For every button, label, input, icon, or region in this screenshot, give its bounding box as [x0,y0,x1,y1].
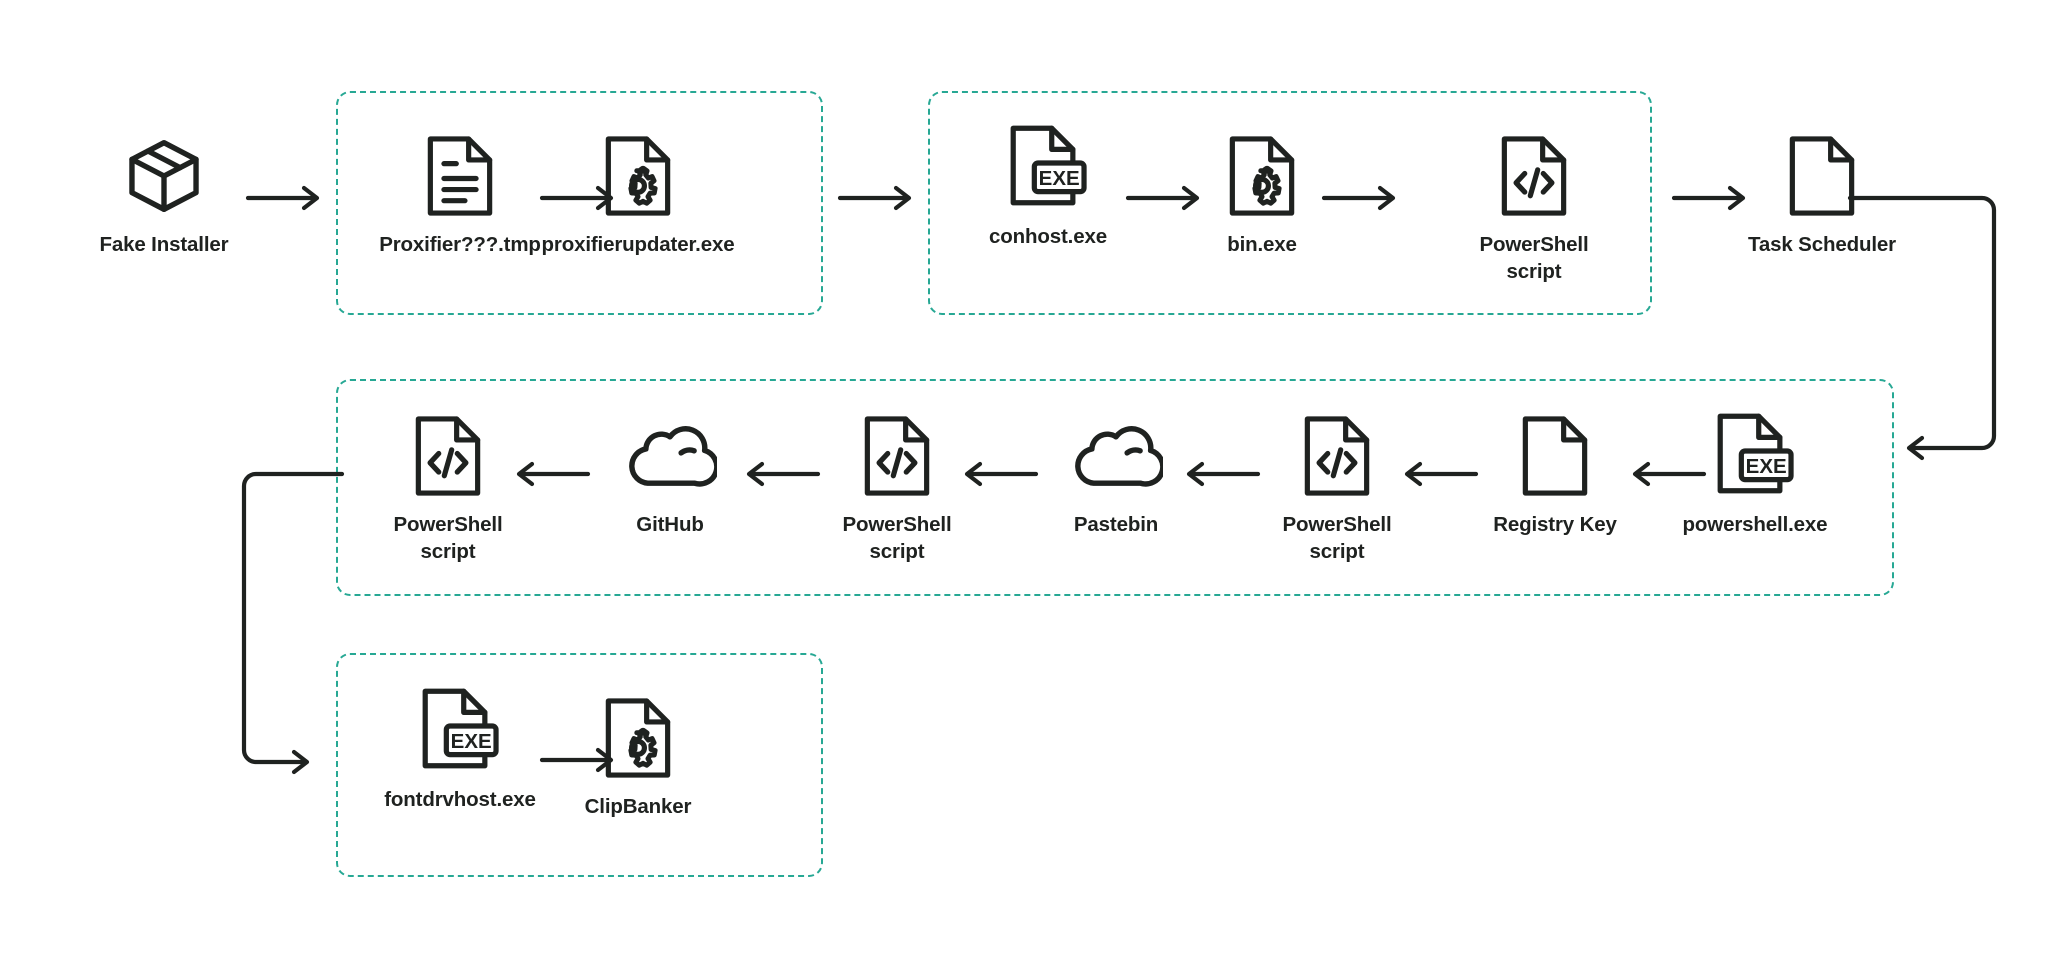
code-document-icon [413,408,483,504]
blank-document-icon [1520,408,1590,504]
arrow-right [245,185,324,211]
node-task-scheduler[interactable]: Task Scheduler [1722,128,1922,259]
arrow-right [1321,185,1400,211]
connector-row2-to-row3 [234,462,374,782]
exe-document-icon: EXE [419,683,501,779]
node-pastebin[interactable]: Pastebin [1016,408,1216,539]
node-conhost[interactable]: EXE conhost.exe [948,120,1148,251]
group-payload [336,653,823,877]
node-label: bin.exe [1227,233,1297,256]
group-dropper [336,91,823,315]
svg-text:EXE: EXE [1746,455,1787,478]
arrow-right [837,185,916,211]
code-document-icon [1499,128,1569,224]
node-label: Pastebin [1073,513,1159,536]
node-label: Registry Key [1493,513,1617,536]
node-label: Proxifier???.tmp [379,233,541,256]
exe-document-icon: EXE [1007,120,1089,216]
box-icon [123,128,205,224]
node-proxifier-tmp[interactable]: Proxifier???.tmp [360,128,560,259]
node-github[interactable]: GitHub [570,408,770,539]
node-label: PowerShell script [393,513,503,563]
node-label: powershell.exe [1682,513,1828,536]
node-label: Task Scheduler [1748,233,1896,256]
blank-document-icon [1787,128,1857,224]
node-label: conhost.exe [989,225,1107,248]
arrow-right [1671,185,1750,211]
cloud-icon [623,408,717,504]
node-label: fontdrvhost.exe [384,788,536,811]
gear-document-icon [603,690,673,786]
cloud-icon [1069,408,1163,504]
node-registry-key[interactable]: Registry Key [1455,408,1655,539]
gear-document-icon [1227,128,1297,224]
node-powershell-exe[interactable]: EXE powershell.exe [1655,408,1855,539]
code-document-icon [1302,408,1372,504]
node-proxifierupdater[interactable]: proxifierupdater.exe [538,128,738,259]
node-powershell-script-4[interactable]: PowerShell script [348,408,548,565]
node-clipbanker[interactable]: ClipBanker [538,690,738,821]
arrow-right [539,747,618,773]
arrow-left [1182,461,1261,487]
connector-row1-to-row2 [1847,186,2008,486]
node-label: Fake Installer [99,233,229,256]
svg-text:EXE: EXE [451,730,492,753]
arrow-left [1400,461,1479,487]
node-label: ClipBanker [584,795,692,818]
node-powershell-script-1[interactable]: PowerShell script [1434,128,1634,285]
group-loader [928,91,1652,315]
node-powershell-script-2[interactable]: PowerShell script [1237,408,1437,565]
node-fake-installer[interactable]: Fake Installer [64,128,264,259]
text-document-icon [425,128,495,224]
exe-document-icon: EXE [1714,408,1796,504]
arrow-left [960,461,1039,487]
node-label: PowerShell script [1479,233,1589,283]
code-document-icon [862,408,932,504]
svg-text:EXE: EXE [1039,167,1080,190]
node-bin-exe[interactable]: bin.exe [1162,128,1362,259]
arrow-right [1125,185,1204,211]
arrow-right [539,185,618,211]
node-fontdrvhost[interactable]: EXE fontdrvhost.exe [360,683,560,814]
gear-document-icon [603,128,673,224]
node-label: PowerShell script [842,513,952,563]
arrow-left [742,461,821,487]
node-label: PowerShell script [1282,513,1392,563]
node-label: proxifierupdater.exe [541,233,735,256]
arrow-left [1628,461,1707,487]
arrow-left [512,461,591,487]
node-powershell-script-3[interactable]: PowerShell script [797,408,997,565]
group-download [336,379,1894,596]
node-label: GitHub [636,513,704,536]
